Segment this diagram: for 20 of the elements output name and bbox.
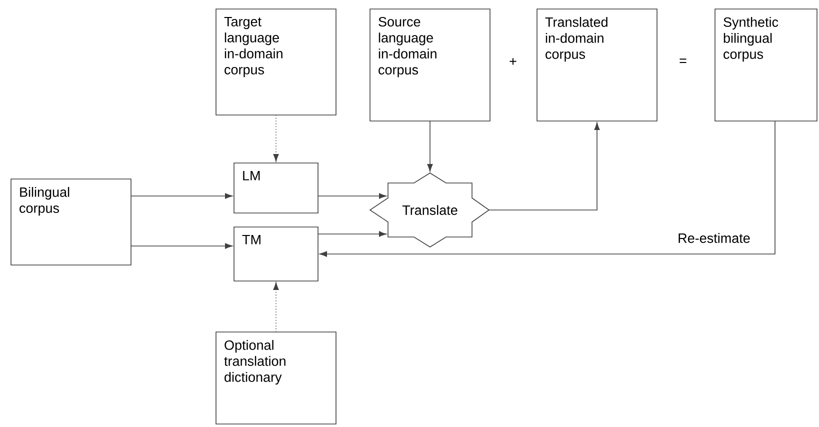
corpus-box: Translated in-domain corpus — [536, 8, 658, 122]
corpus-box: Source language in-domain corpus — [370, 8, 490, 122]
corpus-box: Target language in-domain corpus — [216, 8, 336, 116]
corpus-box: Bilingual corpus — [10, 178, 132, 266]
edge-label: Re-estimate — [676, 232, 752, 244]
arrow — [318, 231, 387, 237]
corpus-box: Synthetic bilingual corpus — [714, 8, 818, 122]
arrow — [318, 193, 387, 199]
arrow — [130, 243, 233, 249]
arrow — [319, 120, 776, 257]
arrow — [488, 122, 600, 210]
arrow — [273, 282, 279, 332]
dictionary-box: Optional translation dictionary — [216, 332, 336, 424]
arrow — [273, 114, 279, 162]
arrow — [130, 193, 233, 199]
model-box: LM — [234, 162, 318, 214]
model-box: TM — [234, 226, 318, 282]
arrow — [427, 120, 433, 172]
operator-sign: + — [510, 58, 516, 65]
operator-sign: = — [680, 58, 686, 64]
